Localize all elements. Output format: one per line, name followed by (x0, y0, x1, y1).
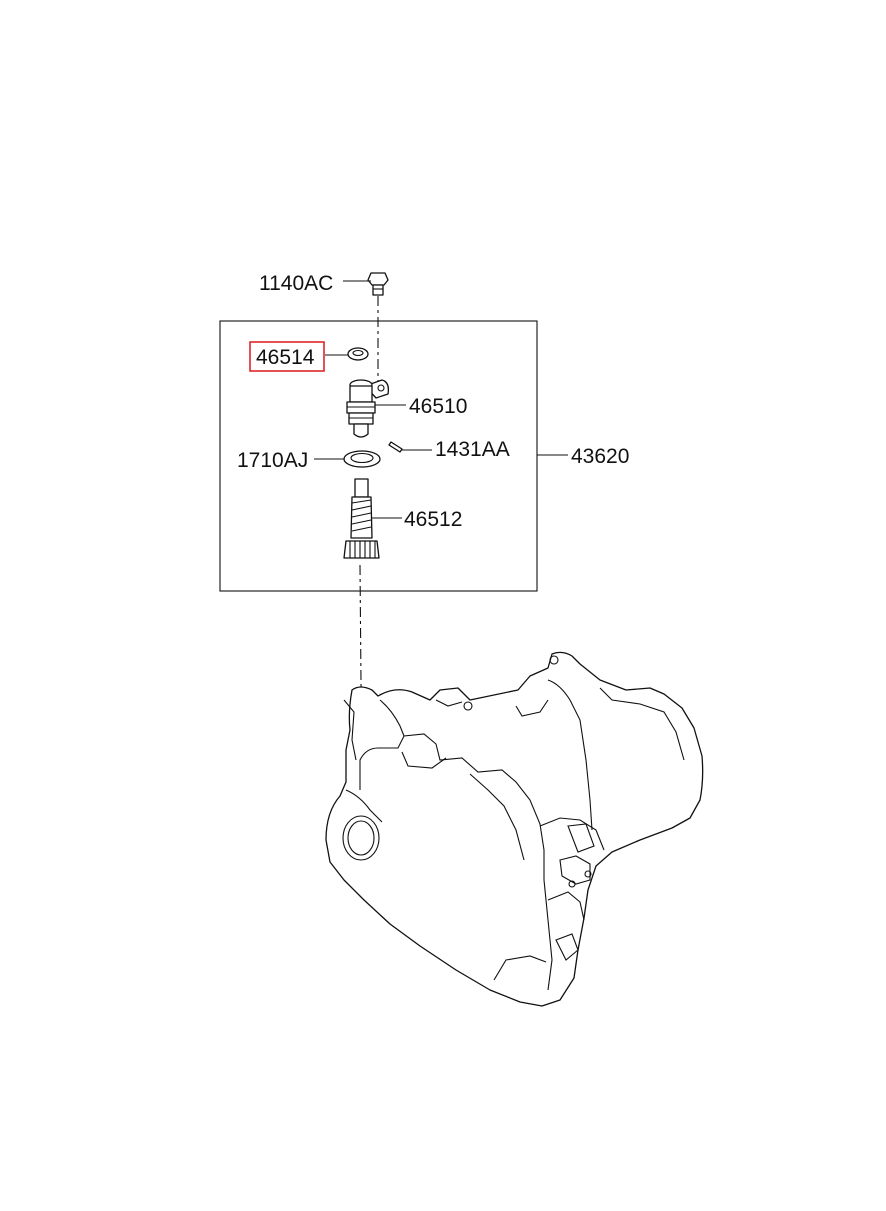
pin-part[interactable] (388, 441, 403, 453)
o-ring-1710aj-part[interactable] (343, 450, 381, 468)
label-46514[interactable]: 46514 (256, 346, 315, 369)
label-43620[interactable]: 43620 (571, 445, 629, 468)
driven-gear-part[interactable] (343, 478, 380, 559)
sleeve-part[interactable] (346, 379, 390, 438)
bolt-part[interactable] (367, 272, 389, 296)
label-1710aj[interactable]: 1710AJ (237, 449, 308, 472)
label-46512[interactable]: 46512 (404, 508, 462, 531)
label-46510[interactable]: 46510 (409, 395, 467, 418)
transmission-housing (325, 651, 704, 1007)
o-ring-46514-part[interactable] (347, 347, 369, 361)
highlight-box (249, 341, 325, 372)
label-1431aa[interactable]: 1431AA (435, 438, 510, 461)
leader-lines (314, 280, 568, 519)
label-1140ac[interactable]: 1140AC (259, 272, 333, 295)
